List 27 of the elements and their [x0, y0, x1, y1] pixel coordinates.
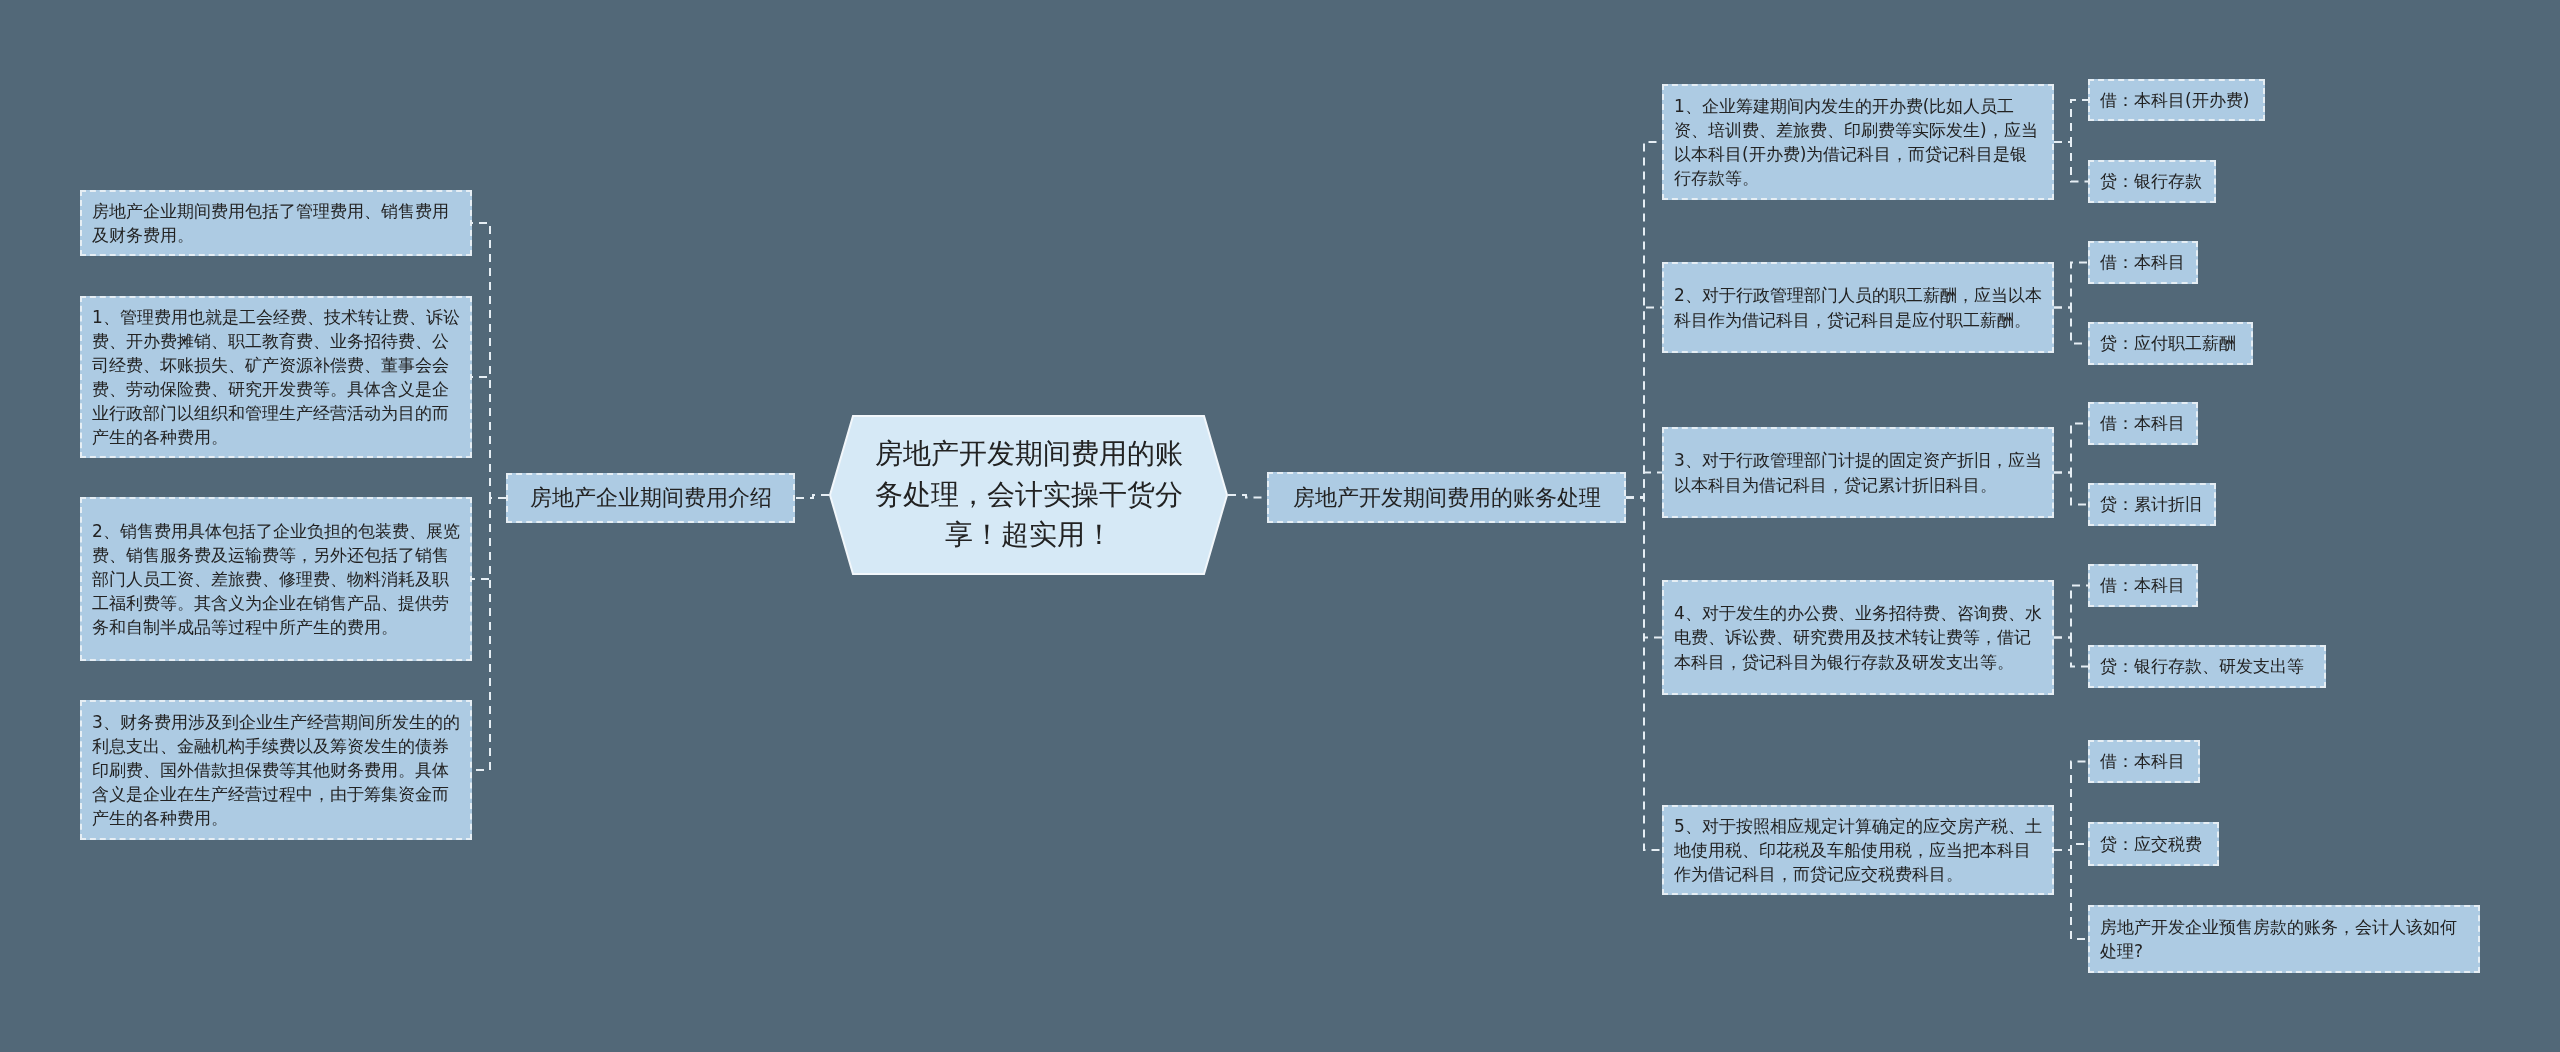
text-box: 4、对于发生的办公费、业务招待费、咨询费、水电费、诉讼费、研究费用及技术转让费等，借记本科目，贷记科目为银行存款及研发支出等。 [1662, 580, 2054, 695]
topic-hexagon: 房地产开发期间费用的账务处理，会计实操干货分享！超实用！ [829, 415, 1228, 575]
text-box: 1、管理费用也就是工会经费、技术转让费、诉讼费、开办费摊销、职工教育费、业务招待费、公司经费、坏账损失、矿产资源补偿费、董事会会费、劳动保险费、研究开发费等。具体含义是企业行政部门以组织和管理生产经营活动为目的而产生的各种费用。 [80, 296, 472, 458]
connector-line [794, 494, 830, 499]
connector-line [2053, 471, 2089, 506]
text-box: 贷：应交税费 [2088, 822, 2219, 866]
text-box: 借：本科目 [2088, 740, 2200, 783]
text-box: 贷：累计折旧 [2088, 483, 2216, 526]
text-box: 房地产开发企业预售房款的账务，会计人该如何处理? [2088, 905, 2480, 973]
text-box: 借：本科目 [2088, 241, 2198, 284]
text-box: 贷：应付职工薪酬 [2088, 322, 2253, 365]
text-box: 5、对于按照相应规定计算确定的应交房产税、土地使用税、印花税及车船使用税，应当把本科目作为借记科目，而贷记应交税费科目。 [1662, 805, 2054, 895]
text-box: 贷：银行存款 [2088, 160, 2216, 203]
connector-line [2053, 636, 2089, 668]
text-box: 3、财务费用涉及到企业生产经营期间所发生的的利息支出、金融机构手续费以及筹资发生的债券印刷费、国外借款担保费等其他财务费用。具体含义是企业在生产经营过程中，由于筹集资金而产生的各种费用。 [80, 700, 472, 840]
text-box: 借：本科目(开办费) [2088, 79, 2265, 121]
text-box: 2、销售费用具体包括了企业负担的包装费、展览费、销售服务费及运输费等，另外还包括了销售部门人员工资、差旅费、修理费、物料消耗及职工福利费等。其含义为企业在销售产品、提供劳务和自制半成品等过程中所产生的费用。 [80, 497, 472, 661]
text-box: 贷：银行存款、研发支出等 [2088, 645, 2326, 688]
connector-line [2053, 141, 2089, 183]
text-box: 借：本科目 [2088, 402, 2198, 445]
text-box: 房地产企业期间费用包括了管理费用、销售费用及财务费用。 [80, 190, 472, 256]
branch-box: 房地产企业期间费用介绍 [506, 473, 795, 523]
text-box: 借：本科目 [2088, 564, 2198, 607]
text-box: 3、对于行政管理部门计提的固定资产折旧，应当以本科目为借记科目，贷记累计折旧科目。 [1662, 427, 2054, 518]
text-box: 2、对于行政管理部门人员的职工薪酬，应当以本科目作为借记科目，贷记科目是应付职工薪酬。 [1662, 262, 2054, 353]
branch-box: 房地产开发期间费用的账务处理 [1267, 472, 1626, 523]
text-box: 1、企业筹建期间内发生的开办费(比如人员工资、培训费、差旅费、印刷费等实际发生)，应当以本科目(开办费)为借记科目，而贷记科目是银行存款等。 [1662, 84, 2054, 200]
